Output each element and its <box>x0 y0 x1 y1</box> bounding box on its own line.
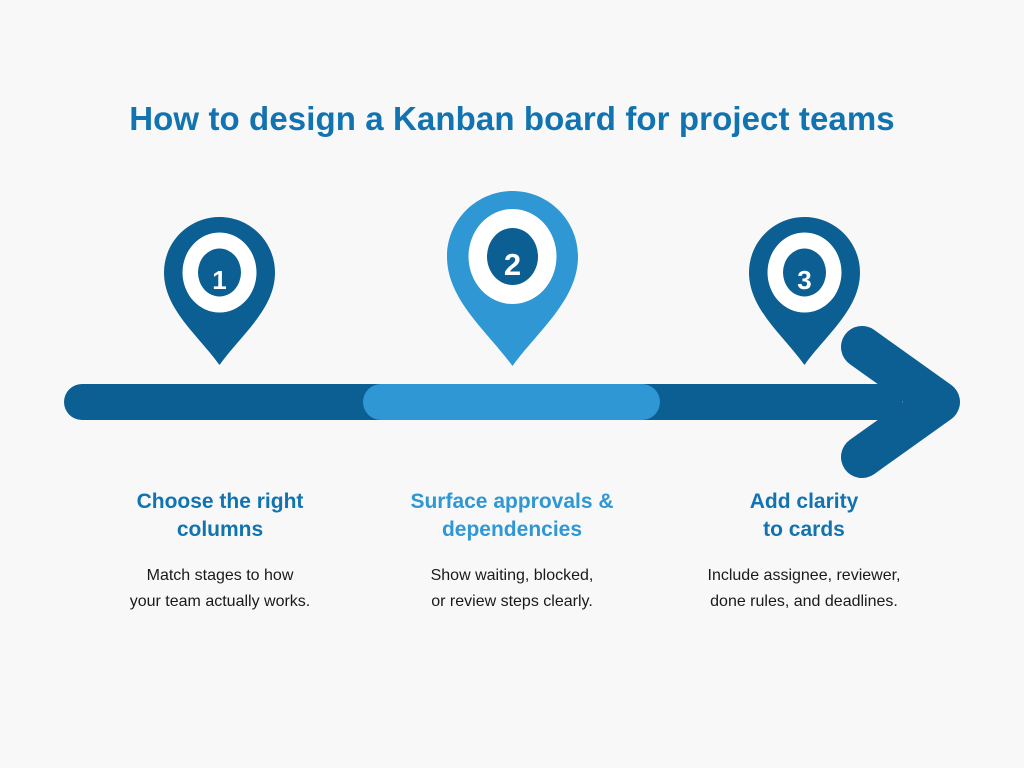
map-pin-icon <box>447 191 578 366</box>
step-2-heading: Surface approvals & dependencies <box>410 490 614 541</box>
map-pin-icon <box>749 217 860 365</box>
step-pin-2: 2 <box>447 191 578 366</box>
map-pin-icon <box>164 217 275 365</box>
page-title: How to design a Kanban board for project… <box>129 100 895 137</box>
step-pin-3: 3 <box>749 217 860 365</box>
step-1-heading: Choose the right columns <box>136 490 304 541</box>
step-1-body: Match stages to how your team actually w… <box>129 567 311 610</box>
timeline-arrow <box>64 326 960 478</box>
step-caption-3: Add clarity to cards Include assignee, r… <box>663 488 945 615</box>
timeline-segment-1 <box>64 384 385 420</box>
step-pin-1: 1 <box>164 217 275 365</box>
timeline-segment-3 <box>640 384 902 420</box>
step-caption-2: Surface approvals & dependencies Show wa… <box>371 488 653 615</box>
step-2-body: Show waiting, blocked, or review steps c… <box>430 567 594 610</box>
timeline-segment-2 <box>363 384 660 420</box>
step-caption-1: Choose the right columns Match stages to… <box>79 488 361 615</box>
step-3-heading: Add clarity to cards <box>749 490 859 541</box>
step-3-body: Include assignee, reviewer, done rules, … <box>707 567 901 610</box>
right-arrow-icon <box>841 326 960 478</box>
